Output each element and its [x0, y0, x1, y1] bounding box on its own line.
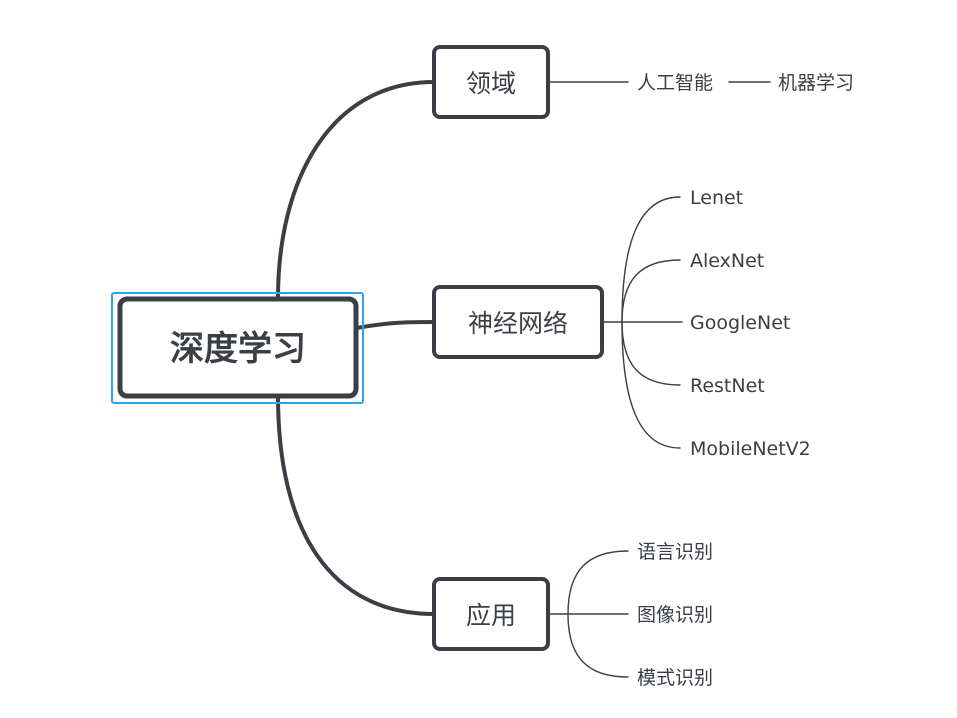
leaf-restnet[interactable]: RestNet: [690, 375, 765, 397]
root-topic[interactable]: 深度学习: [111, 292, 364, 404]
leaf-image-recognition[interactable]: 图像识别: [637, 604, 713, 626]
branch-application[interactable]: 应用: [432, 577, 550, 651]
connector-fan-application: [547, 550, 629, 678]
branch-neural-network-label: 神经网络: [468, 309, 568, 338]
leaf-googlenet[interactable]: GoogleNet: [690, 312, 790, 334]
connector-root-neural-network: [355, 320, 436, 330]
branch-application-label: 应用: [466, 601, 516, 630]
leaf-mobilenetv2[interactable]: MobileNetV2: [690, 438, 811, 460]
root-topic-label: 深度学习: [170, 329, 306, 369]
leaf-speech-recognition[interactable]: 语言识别: [637, 541, 713, 563]
leaf-ai[interactable]: 人工智能: [637, 72, 713, 94]
branch-domain-box[interactable]: [432, 45, 550, 119]
connector-fan-neural-network: [601, 196, 683, 449]
leaf-pattern-recognition[interactable]: 模式识别: [637, 667, 713, 689]
leaf-machine-learning[interactable]: 机器学习: [778, 72, 854, 94]
leaf-lenet[interactable]: Lenet: [690, 187, 743, 209]
root-selection-outline: [111, 292, 364, 404]
connector-root-application: [276, 394, 436, 616]
branch-neural-network-box[interactable]: [432, 285, 604, 359]
branch-neural-network[interactable]: 神经网络: [432, 285, 604, 359]
branch-application-box[interactable]: [432, 577, 550, 651]
leaf-alexnet[interactable]: AlexNet: [690, 250, 764, 272]
root-topic-box[interactable]: [117, 296, 359, 399]
branch-domain-label: 领域: [466, 69, 516, 98]
connector-root-domain: [276, 80, 436, 300]
branch-domain[interactable]: 领域: [432, 45, 550, 119]
